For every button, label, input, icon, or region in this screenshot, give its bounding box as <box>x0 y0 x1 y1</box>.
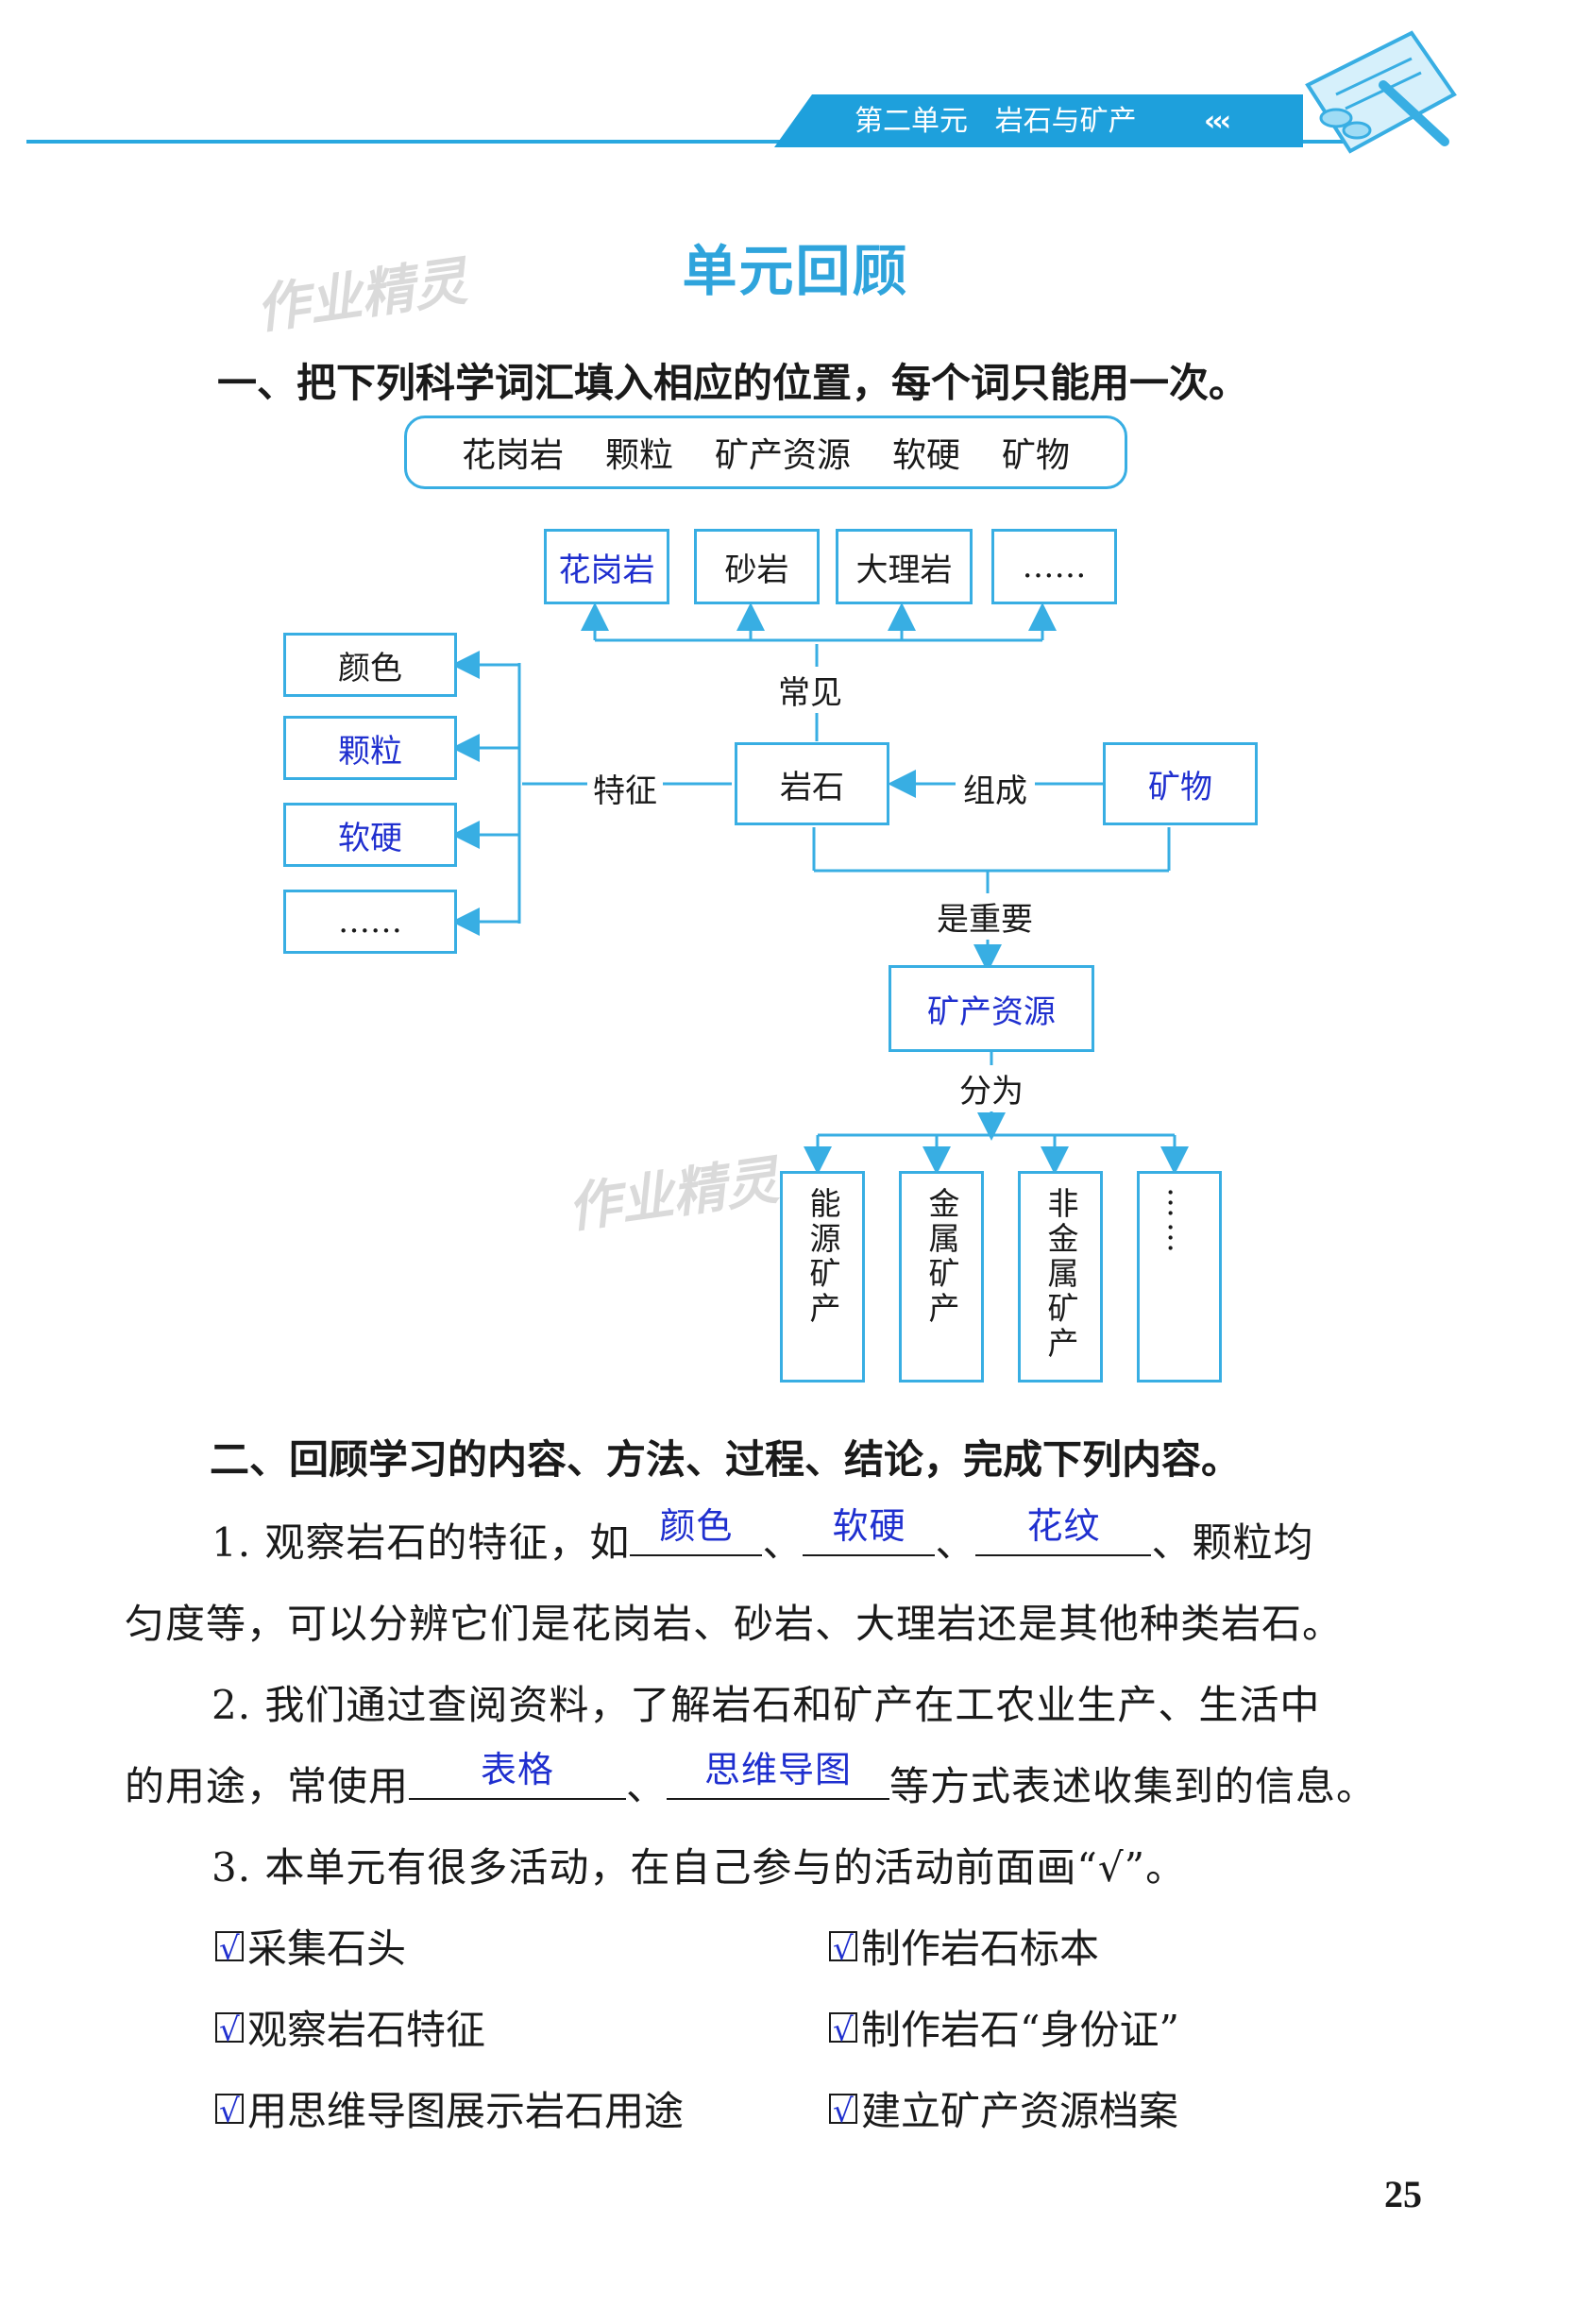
check-icon: √ <box>833 2097 854 2126</box>
answer-text: 花纹 <box>975 1497 1151 1549</box>
resource-type-label: 金属矿产 <box>922 1187 961 1327</box>
separator: 、 <box>935 1519 975 1566</box>
feature-box: 颜色 <box>283 633 457 697</box>
answer-text: 表格 <box>409 1740 626 1792</box>
item2-prefix: 的用途，常使用 <box>125 1763 409 1809</box>
activity-label: 采集石头 <box>247 1917 406 1975</box>
activity-label: 建立矿产资源档案 <box>861 2079 1178 2137</box>
check-icon: √ <box>219 2097 240 2126</box>
resource-type-label: …… <box>1159 1187 1199 1257</box>
common-rock-box: 大理岩 <box>836 529 973 604</box>
answer-blank[interactable]: 表格 <box>409 1758 626 1800</box>
common-rock-box: …… <box>991 529 1117 604</box>
check-icon: √ <box>833 1935 854 1963</box>
resource-type-box: 非金属矿产 <box>1018 1171 1103 1383</box>
item1-suffix: 、颗粒均 <box>1151 1519 1313 1566</box>
activity-label: 制作岩石“身份证” <box>861 1998 1179 2056</box>
resource-type-label: 非金属矿产 <box>1041 1187 1080 1362</box>
check-icon: √ <box>833 2016 854 2044</box>
mineral-box: 矿物 <box>1103 742 1258 825</box>
section2-heading: 二、回顾学习的内容、方法、过程、结论，完成下列内容。 <box>210 1428 1241 1485</box>
feature-box: …… <box>283 890 457 954</box>
checkbox[interactable]: √ <box>215 2094 244 2124</box>
activity-label: 制作岩石标本 <box>861 1917 1099 1975</box>
activity-label: 用思维导图展示岩石用途 <box>247 2079 684 2137</box>
item2-line1: 2. 我们通过查阅资料，了解岩石和矿产在工农业生产、生活中 <box>212 1673 1320 1731</box>
activity-label: 观察岩石特征 <box>247 1998 485 2056</box>
common-rock-box: 花岗岩 <box>544 529 669 604</box>
item2-line2: 的用途，常使用表格、思维导图等方式表述收集到的信息。 <box>125 1755 1377 1812</box>
activity-item[interactable]: √建立矿产资源档案 <box>829 2079 1178 2137</box>
checkbox[interactable]: √ <box>829 2012 857 2043</box>
resource-type-box: 能源矿产 <box>780 1171 865 1383</box>
answer-blank[interactable]: 思维导图 <box>667 1758 889 1800</box>
activity-item[interactable]: √制作岩石“身份证” <box>829 1998 1179 2056</box>
checkbox[interactable]: √ <box>829 2094 857 2124</box>
item1-line1: 1. 观察岩石的特征，如颜色、软硬、花纹、颗粒均 <box>212 1511 1313 1569</box>
answer-text: 思维导图 <box>667 1740 889 1792</box>
answer-text: 颜色 <box>630 1497 762 1549</box>
answer-text: 软硬 <box>803 1497 935 1549</box>
features-label: 特征 <box>587 765 663 811</box>
resource-type-box: …… <box>1137 1171 1222 1383</box>
checkbox[interactable]: √ <box>215 2012 244 2043</box>
feature-box: 颗粒 <box>283 716 457 780</box>
activity-item[interactable]: √观察岩石特征 <box>215 1998 485 2056</box>
page-number: 25 <box>1384 2172 1422 2216</box>
resource-type-label: 能源矿产 <box>803 1187 842 1327</box>
activity-item[interactable]: √采集石头 <box>215 1917 406 1975</box>
item3-text: 3. 本单元有很多活动，在自己参与的活动前面画“√”。 <box>212 1836 1186 1893</box>
checkbox[interactable]: √ <box>215 1931 244 1961</box>
resource-type-box: 金属矿产 <box>899 1171 984 1383</box>
mineral-resources-box: 矿产资源 <box>889 965 1094 1052</box>
item1-line2: 匀度等，可以分辨它们是花岗岩、砂岩、大理岩还是其他种类岩石。 <box>125 1592 1343 1650</box>
composition-label: 组成 <box>956 765 1035 811</box>
separator: 、 <box>762 1519 803 1566</box>
answer-blank[interactable]: 软硬 <box>803 1515 935 1556</box>
answer-blank[interactable]: 颜色 <box>630 1515 762 1556</box>
feature-box: 软硬 <box>283 803 457 867</box>
answer-blank[interactable]: 花纹 <box>975 1515 1151 1556</box>
activity-item[interactable]: √用思维导图展示岩石用途 <box>215 2079 684 2137</box>
checkbox[interactable]: √ <box>829 1931 857 1961</box>
separator: 、 <box>626 1763 667 1809</box>
important-label: 是重要 <box>933 893 1037 940</box>
rock-box: 岩石 <box>735 742 889 825</box>
activity-item[interactable]: √制作岩石标本 <box>829 1917 1099 1975</box>
common-label: 常见 <box>774 667 846 713</box>
divided-label: 分为 <box>956 1065 1027 1111</box>
item2-suffix: 等方式表述收集到的信息。 <box>889 1763 1377 1809</box>
common-rock-box: 砂岩 <box>694 529 820 604</box>
item1-prefix: 1. 观察岩石的特征，如 <box>212 1519 630 1566</box>
check-icon: √ <box>219 2016 240 2044</box>
check-icon: √ <box>219 1935 240 1963</box>
